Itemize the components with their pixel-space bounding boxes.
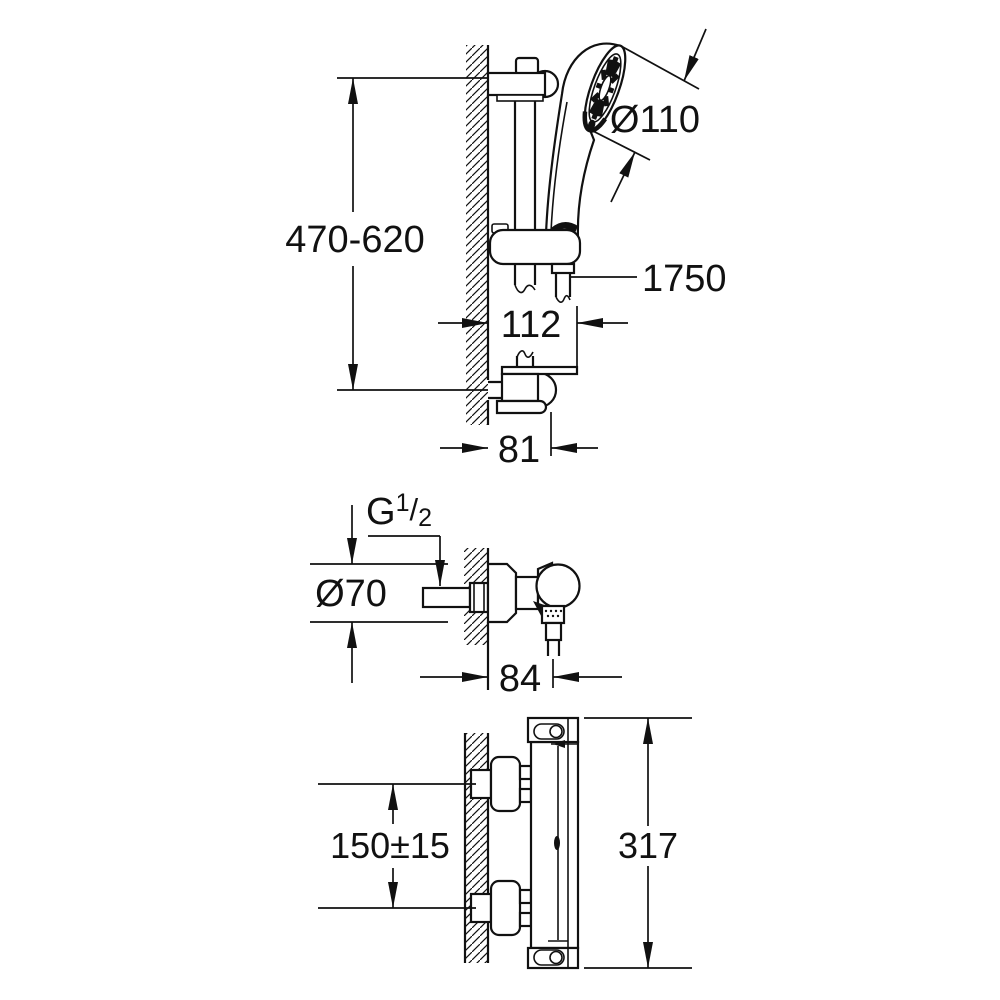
spray-nozzle-wedges [588, 56, 622, 120]
pipe-body [421, 586, 472, 609]
mixer-valve [486, 561, 581, 656]
face-edge-knot [587, 119, 596, 130]
hose-coupling-nut [540, 604, 566, 625]
arrow-lower [610, 151, 636, 203]
valve-block [514, 575, 540, 611]
face-hub [598, 74, 612, 102]
union-stub [518, 911, 533, 928]
dim-body-height-label: 317 [618, 825, 678, 866]
hose-stub [546, 640, 561, 656]
dim-escutcheon-diameter-label: Ø70 [315, 573, 387, 615]
thread-block [468, 581, 490, 614]
slider-holder [488, 223, 582, 266]
view-shower-rail: 470-620 Ø110 1750 112 81 [285, 28, 727, 471]
shower-hose [550, 262, 576, 303]
dim-thread: G1/2 [366, 489, 445, 586]
arrow-upper [683, 28, 707, 82]
view-thermostat: 150±15 317 [318, 716, 692, 970]
wall-section-middle [464, 548, 490, 690]
thread-numerator: 1 [396, 489, 410, 517]
rail-upper-run [513, 101, 537, 230]
thermostat-body [526, 716, 580, 970]
rail-collar [496, 94, 544, 102]
escutcheon [486, 562, 518, 624]
bottom-handle-button [549, 950, 563, 965]
dim-rail-height: 470-620 [285, 77, 488, 391]
bottom-handle-oval [533, 949, 565, 966]
thread-prefix: G [366, 491, 396, 533]
dim-connection-spacing: 150±15 [318, 783, 476, 909]
view-mixer: G1/2 Ø70 84 [310, 489, 622, 700]
union-body [489, 879, 522, 937]
shower-head-face [582, 44, 627, 133]
internal-reference-line [548, 740, 577, 942]
dim-thread-label: G1/2 [366, 489, 432, 533]
dim-body-height: 317 [584, 717, 692, 969]
supply-pipe [421, 581, 490, 614]
top-handle-button [549, 724, 563, 739]
hand-shower [544, 42, 627, 240]
thread-lines [473, 583, 485, 612]
bracket-arm [486, 71, 547, 97]
bracket-plate [500, 365, 579, 376]
bracket-flange [495, 399, 548, 415]
handle-socket-shading [551, 221, 578, 234]
dim-bracket-offset-label: 81 [498, 429, 540, 471]
dim-hose-length-label: 1750 [642, 258, 727, 300]
dim-bracket-offset: 81 [440, 412, 598, 471]
dim-head-diameter: Ø110 [588, 28, 707, 203]
dim-hose-length: 1750 [571, 258, 727, 300]
hose-lines [554, 273, 572, 297]
rail-lower-run [513, 264, 537, 285]
wall-hatching [465, 733, 488, 963]
tangent-line-lower [588, 128, 651, 161]
union-stub [518, 764, 533, 781]
hose-connector [544, 621, 563, 642]
pivot-button [514, 56, 540, 76]
union-bottom [469, 879, 533, 937]
top-handle-oval [533, 723, 565, 740]
union-stub [518, 787, 533, 804]
union-body [489, 755, 522, 813]
rail-break-line [514, 284, 536, 294]
handle-contour-line [550, 101, 568, 233]
dim-escutcheon-diameter: Ø70 [310, 505, 448, 683]
dim-holder-offset-label: 112 [501, 304, 562, 346]
hose-break-line [555, 294, 571, 303]
dim-holder-offset: 112 [438, 304, 628, 366]
dim-rail-height-label: 470-620 [285, 219, 424, 261]
rail-top-bracket [486, 56, 560, 102]
tangent-line-upper [620, 45, 700, 90]
bracket-body [500, 372, 540, 403]
union-stub [518, 888, 533, 905]
wall-section-top [466, 45, 490, 425]
dim-connection-spacing-label: 150±15 [330, 825, 450, 866]
wall-section-bottom [463, 733, 490, 963]
internal-top-arrow [553, 740, 565, 748]
hose-nut [550, 262, 576, 275]
bracket-wall-boss [488, 380, 502, 400]
slider-body [488, 228, 582, 266]
bottom-bracket [488, 365, 579, 415]
wall-hatching [466, 45, 488, 425]
dim-head-diameter-label: Ø110 [610, 99, 700, 141]
dim-mixer-depth: 84 [420, 658, 622, 700]
thread-slash: / [409, 492, 418, 527]
rail-stub-break-line [516, 350, 534, 358]
valve-knob [535, 563, 581, 609]
internal-marker [554, 836, 560, 850]
dim-mixer-depth-label: 84 [499, 658, 541, 700]
nut-knurling [544, 609, 563, 618]
thread-denominator: 2 [418, 504, 432, 532]
union-top [469, 755, 533, 813]
